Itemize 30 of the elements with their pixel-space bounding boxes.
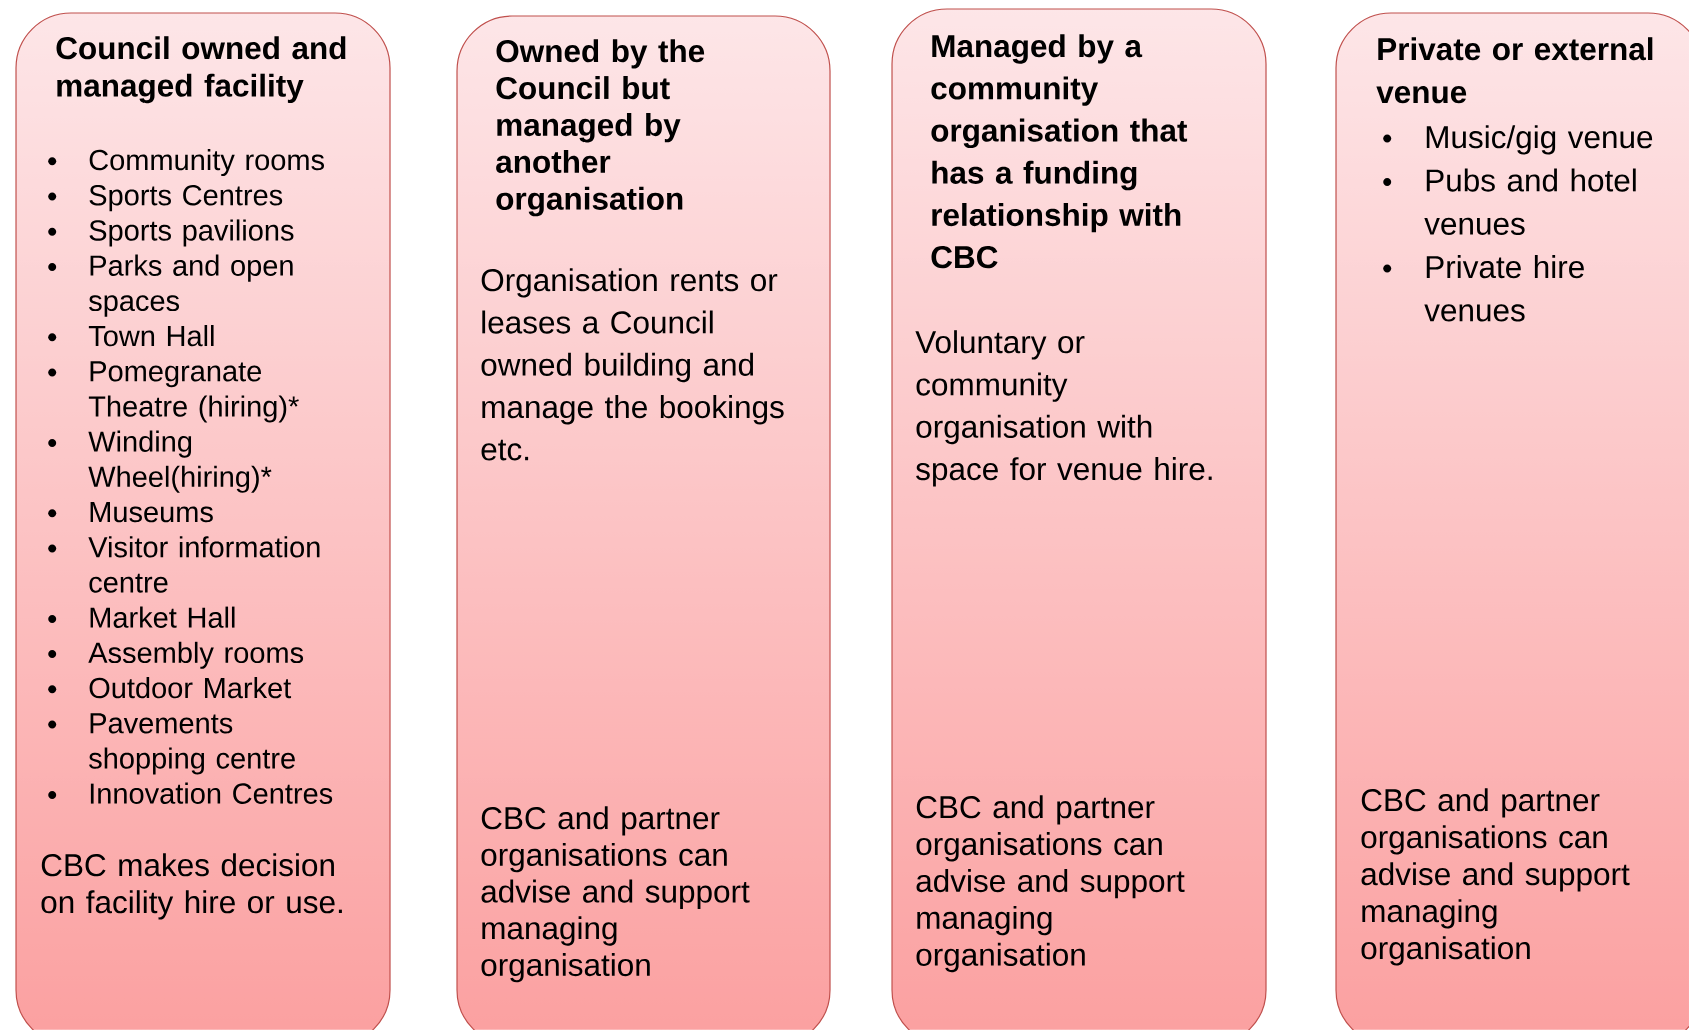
- node-label: Pavements shopping centre: [89, 713, 295, 775]
- node-label: Visitor information centre: [88, 536, 320, 593]
- category-box: [1335, 12, 1689, 1030]
- box-heading: Managed by a community organisation that has a funding relationship with CBC: [931, 34, 1188, 269]
- node-label: Sports Centres: [89, 184, 283, 212]
- box-text: Organisation rents or leases a Council owned building and manage the bookings etc.: [481, 268, 784, 461]
- box-text: CBC and partner organisations can advise and support managing organisation: [916, 795, 1185, 973]
- node-label: Winding Wheel(hiring)*: [88, 430, 272, 493]
- box-text: CBC makes decision on facility hire or use.: [41, 853, 342, 920]
- node-label: Community rooms: [89, 149, 325, 177]
- node-label: Market Hall: [90, 606, 235, 628]
- node-label: Pomegranate Theatre (hiring)*: [88, 361, 299, 423]
- node-label: Assembly rooms: [88, 641, 304, 669]
- box-heading: Owned by the Council but managed by another organisation: [496, 39, 705, 217]
- box-heading: Council owned and managed facility: [56, 36, 346, 104]
- box-text: CBC and partner organisations can advise and support managing organisation: [1361, 788, 1630, 966]
- box-text: CBC and partner organisations can advise and support managing organisation: [481, 806, 750, 983]
- node-label: Innovation Centres: [90, 782, 333, 804]
- category-box: [891, 8, 1267, 1030]
- node-label: Outdoor Market: [89, 676, 292, 699]
- bullet-list: Community rooms Sports Centres Sports pavilions Parks and open spaces Town Hall Pomegranate Theatre (hiring)* Winding Wheel(hiring)* Museums Visitor information centre Market Hall Assembly rooms Outdoor Market Pavements shopping centre Innovation Centres: [48, 149, 333, 804]
- node-label: Sports pavilions: [89, 219, 294, 247]
- box-text: Voluntary or community organisation with space for venue hire.: [915, 330, 1212, 487]
- box-heading: Private or external venue: [1376, 37, 1653, 104]
- bullet-list: Music/gig venue Pubs and hotel venues Private hire venues: [1383, 125, 1653, 322]
- node-label: Museums: [90, 502, 213, 523]
- category-box: [15, 12, 391, 1030]
- node-label: Town Hall: [88, 324, 214, 347]
- node-label: Parks and open spaces: [89, 254, 293, 317]
- category-box: [456, 15, 831, 1030]
